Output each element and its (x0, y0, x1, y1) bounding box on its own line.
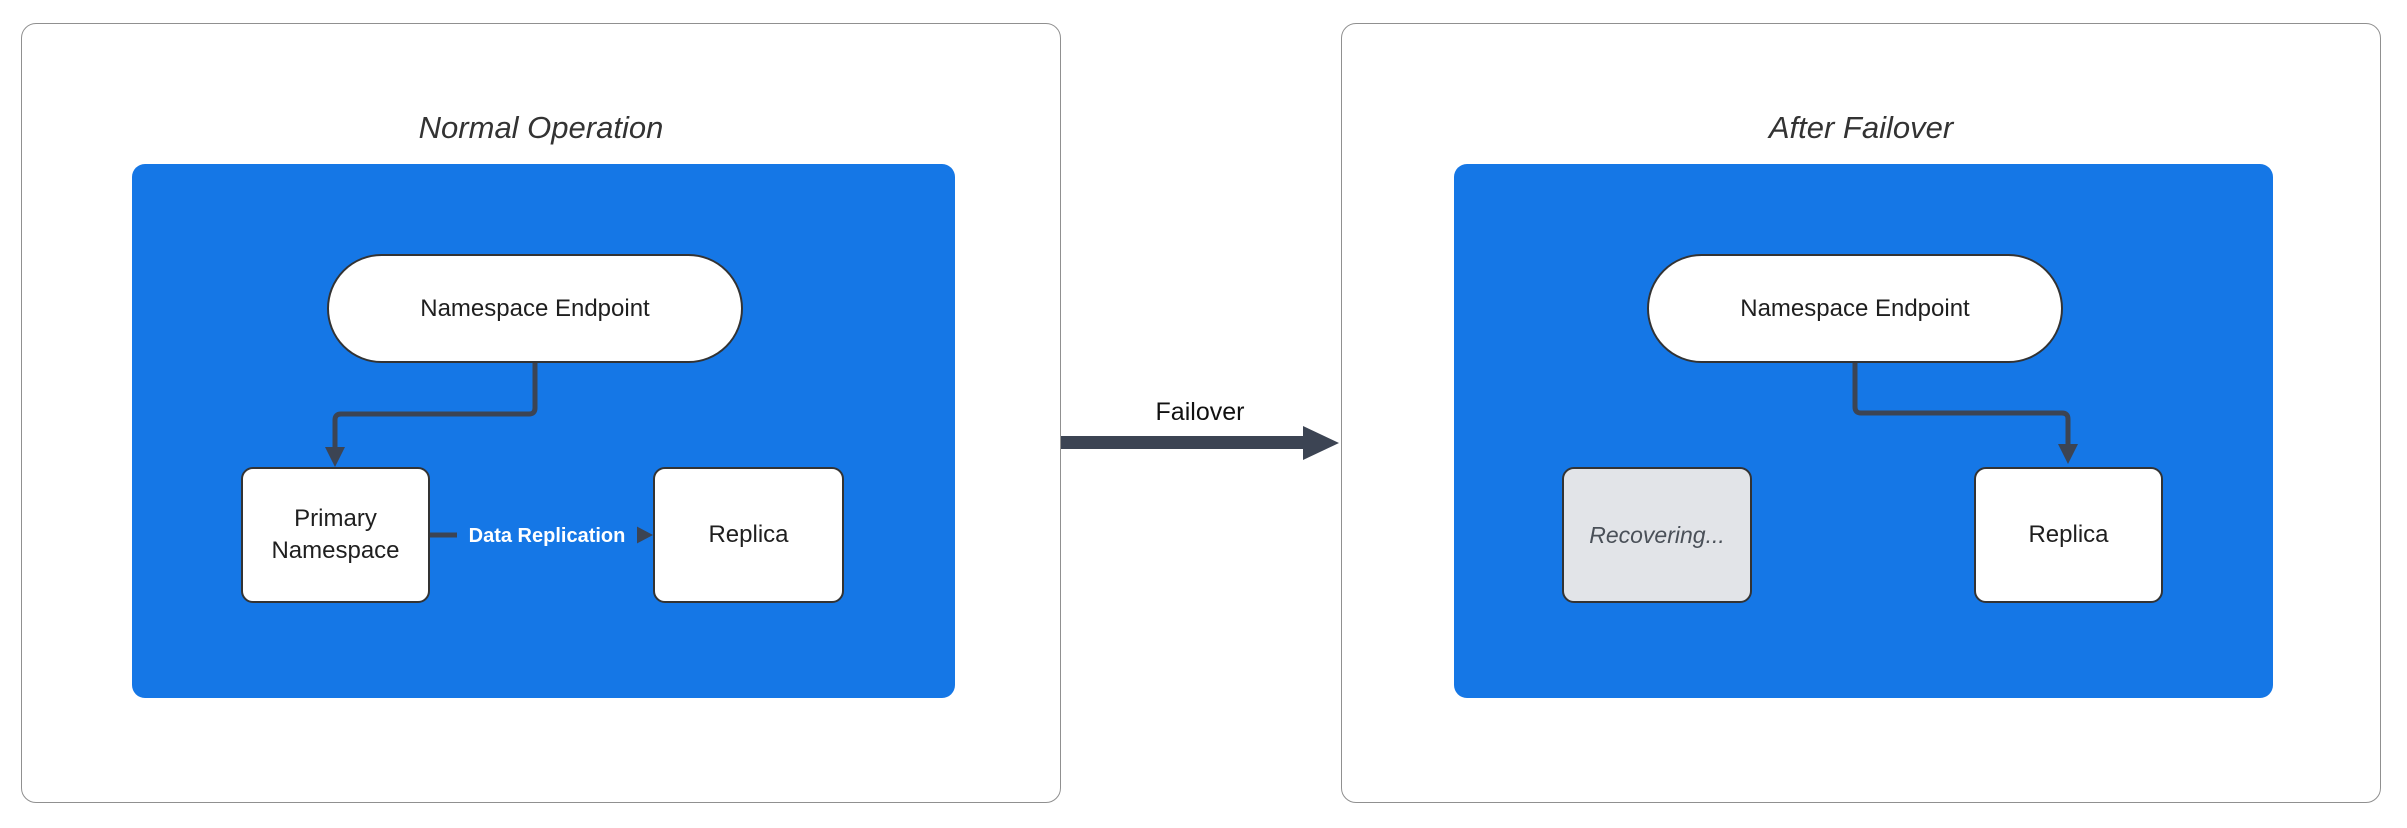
node-recovering: Recovering... (1562, 467, 1752, 603)
node-namespace-endpoint-right: Namespace Endpoint (1647, 254, 2063, 363)
node-recovering-label: Recovering... (1589, 522, 1725, 548)
panel-title-after-failover: After Failover (1768, 110, 1954, 145)
endpoint-to-replica-connector (1852, 363, 2071, 446)
replication-label-background (457, 519, 637, 551)
arrowhead-right-icon (634, 525, 653, 545)
node-replica-right: Replica (1974, 467, 2163, 603)
node-replica-right-label: Replica (2028, 521, 2109, 548)
endpoint-to-primary-connector (332, 363, 538, 449)
edges-after-failover (1852, 363, 2078, 464)
failover-arrow (1061, 436, 1304, 449)
cluster-after-failover: Namespace Endpoint Recovering... Replica (1454, 164, 2273, 698)
panel-title-normal-operation: Normal Operation (418, 110, 664, 145)
node-replica-left: Replica (653, 467, 844, 603)
panel-normal-operation: Normal Operation Data Replication Namesp… (21, 23, 1061, 803)
arrowhead-down-icon (2058, 444, 2078, 464)
replication-edge-label: Data Replication (469, 525, 626, 547)
node-namespace-endpoint-left-label: Namespace Endpoint (420, 294, 650, 322)
failover-arrowhead-icon (1303, 426, 1339, 460)
cluster-normal-operation: Data Replication Namespace Endpoint Prim… (132, 164, 955, 698)
node-namespace-endpoint-left: Namespace Endpoint (327, 254, 743, 363)
failover-arrow-label: Failover (1155, 398, 1245, 426)
edges-normal-operation: Data Replication (325, 363, 653, 551)
node-primary-namespace: Primary Namespace (241, 467, 430, 603)
panel-after-failover: After Failover Namespace Endpoint Recove… (1341, 23, 2381, 803)
node-primary-namespace-label: Primary Namespace (271, 505, 400, 564)
arrowhead-down-icon (325, 447, 345, 467)
node-namespace-endpoint-right-label: Namespace Endpoint (1740, 294, 1970, 322)
node-replica-left-label: Replica (708, 521, 789, 548)
